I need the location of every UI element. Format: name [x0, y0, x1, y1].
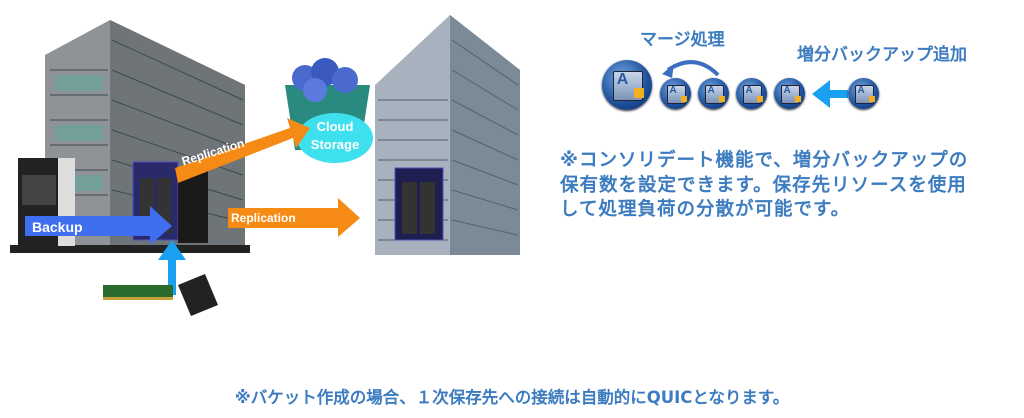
incoming-arrow [158, 240, 186, 295]
replication-site-arrow [228, 198, 360, 237]
cloud-label-line1: Cloud [316, 119, 354, 134]
incremental-add-label: 増分バックアップ追加 [797, 45, 967, 65]
cloud-label-line2: Storage [310, 137, 360, 152]
backup-label: Backup [32, 219, 83, 235]
cloud-storage-basket [285, 58, 373, 163]
replication-site-label: Replication [231, 211, 296, 225]
note-line: ※コンソリデート機能で、増分バックアップの [560, 150, 969, 171]
cloud-storage-label: Cloud Storage [305, 118, 365, 154]
footer-note: ※バケット作成の場合、１次保存先への接続は自動的にQUICとなります。 [234, 388, 790, 407]
memory-module [103, 285, 173, 300]
consolidate-note: ※コンソリデート機能で、増分バックアップの 保有数を設定できます。保存先リソース… [560, 149, 968, 223]
incremental-backup-icon [774, 78, 805, 109]
replication-cloud-arrow [175, 118, 310, 183]
incremental-backup-icon [660, 78, 691, 109]
primary-site-building [10, 20, 250, 253]
full-backup-icon [602, 60, 652, 110]
incremental-backup-icon [736, 78, 767, 109]
note-line: して処理負荷の分散が可能です。 [560, 199, 851, 220]
incremental-backup-icon [698, 78, 729, 109]
merge-label: マージ処理 [640, 30, 725, 50]
merge-arrow [666, 60, 720, 77]
ssd-drive [178, 274, 218, 316]
note-line: 保有数を設定できます。保存先リソースを使用 [560, 174, 967, 196]
new-incremental-backup-icon [848, 78, 879, 109]
backup-arrow [25, 206, 172, 245]
nas-device-secondary [394, 167, 444, 241]
incremental-add-arrow [812, 80, 848, 108]
